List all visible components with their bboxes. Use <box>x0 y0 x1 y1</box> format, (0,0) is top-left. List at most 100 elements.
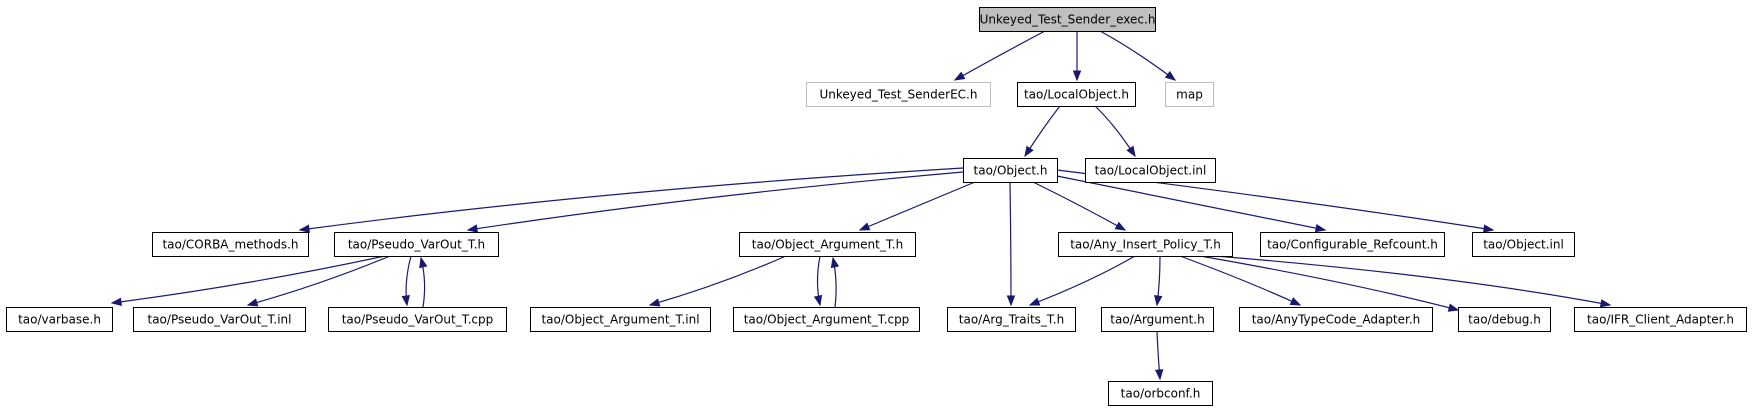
node-label: tao/Any_Insert_Policy_T.h <box>1070 238 1221 252</box>
node-tao-orbconf-h[interactable]: tao/orbconf.h <box>1108 381 1213 406</box>
node-unkeyed-test-sender-exec-h[interactable]: Unkeyed_Test_Sender_exec.h <box>979 7 1156 32</box>
node-tao-argument-h[interactable]: tao/Argument.h <box>1101 307 1214 332</box>
node-box <box>1165 82 1214 107</box>
edge-line <box>1009 181 1012 306</box>
arrowhead-icon <box>466 224 479 233</box>
node-label: Unkeyed_Test_Sender_exec.h <box>980 13 1156 27</box>
arrowhead-icon <box>648 298 661 307</box>
arrowhead-icon <box>953 71 966 81</box>
edge-n0-n3 <box>1099 30 1177 81</box>
node-tao-pseudo-varout-t-h[interactable]: tao/Pseudo_VarOut_T.h <box>334 232 499 257</box>
node-tao-localobject-inl[interactable]: tao/LocalObject.inl <box>1085 158 1216 183</box>
node-tao-ifr-client-adapter-h[interactable]: tao/IFR_Client_Adapter.h <box>1574 307 1747 332</box>
node-map[interactable]: map <box>1165 82 1214 107</box>
node-box <box>1108 381 1213 406</box>
node-label: tao/Object_Argument_T.h <box>752 238 903 252</box>
node-box <box>1574 307 1747 332</box>
node-label: tao/Argument.h <box>1110 313 1204 327</box>
node-tao-configurable-refcount-h[interactable]: tao/Configurable_Refcount.h <box>1260 232 1445 257</box>
node-box <box>133 307 306 332</box>
edge-n7-n13 <box>246 255 391 307</box>
node-tao-anytypecode-adapter-h[interactable]: tao/AnyTypeCode_Adapter.h <box>1239 307 1433 332</box>
node-box <box>739 232 916 257</box>
edge-n9-n18 <box>1154 255 1163 307</box>
edge-line <box>111 255 386 304</box>
node-tao-localobject-h[interactable]: tao/LocalObject.h <box>1017 82 1136 107</box>
node-tao-pseudo-varout-t-inl[interactable]: tao/Pseudo_VarOut_T.inl <box>133 307 306 332</box>
node-box <box>1260 232 1445 257</box>
node-tao-object-argument-t-cpp[interactable]: tao/Object_Argument_T.cpp <box>733 307 920 332</box>
arrowhead-icon <box>298 224 310 233</box>
node-tao-any-insert-policy-t-h[interactable]: tao/Any_Insert_Policy_T.h <box>1058 232 1233 257</box>
edge-n2-n4 <box>1024 105 1061 158</box>
arrowhead-icon <box>1154 295 1163 307</box>
node-box <box>530 307 711 332</box>
node-label: tao/Object.h <box>974 164 1048 178</box>
arrowhead-icon <box>1028 297 1041 306</box>
edge-line <box>859 181 976 231</box>
node-label: tao/AnyTypeCode_Adapter.h <box>1252 313 1421 327</box>
node-label: tao/debug.h <box>1468 313 1541 327</box>
edge-n7-n14 <box>401 255 412 307</box>
node-tao-object-argument-t-h[interactable]: tao/Object_Argument_T.h <box>739 232 916 257</box>
edge-n9-n17 <box>1028 255 1136 306</box>
edge-line <box>1094 105 1136 157</box>
node-label: tao/CORBA_methods.h <box>162 238 298 252</box>
arrowhead-icon <box>401 295 410 307</box>
edge-line <box>1056 175 1326 231</box>
edge-n18-n22 <box>1154 330 1164 381</box>
arrowhead-icon <box>110 297 122 306</box>
node-box <box>1472 232 1575 257</box>
nodes-layer: Unkeyed_Test_Sender_exec.hUnkeyed_Test_S… <box>6 7 1747 406</box>
node-label: map <box>1176 88 1203 102</box>
arrowhead-icon <box>858 222 871 231</box>
node-box <box>947 307 1076 332</box>
edge-n9-n21 <box>1214 255 1612 308</box>
node-unkeyed-test-senderec-h[interactable]: Unkeyed_Test_SenderEC.h <box>806 82 991 107</box>
node-box <box>1239 307 1433 332</box>
arrowhead-icon <box>1024 145 1034 158</box>
edge-n8-n15 <box>648 255 787 307</box>
node-label: tao/Configurable_Refcount.h <box>1267 238 1438 252</box>
edge-line <box>1199 255 1459 311</box>
node-tao-varbase-h[interactable]: tao/varbase.h <box>6 307 113 332</box>
node-box <box>1017 82 1136 107</box>
edge-line <box>1214 255 1611 306</box>
edge-line <box>1179 255 1301 306</box>
node-box <box>979 7 1156 32</box>
node-tao-object-inl[interactable]: tao/Object.inl <box>1472 232 1575 257</box>
node-label: tao/LocalObject.h <box>1024 88 1129 102</box>
node-box <box>152 232 309 257</box>
node-label: tao/Object_Argument_T.cpp <box>744 313 910 327</box>
edge-line <box>247 255 391 306</box>
node-label: tao/LocalObject.inl <box>1095 164 1207 178</box>
node-label: tao/Pseudo_VarOut_T.cpp <box>342 313 494 327</box>
node-box <box>1458 307 1551 332</box>
edge-line <box>299 167 964 231</box>
node-tao-corba-methods-h[interactable]: tao/CORBA_methods.h <box>152 232 309 257</box>
node-tao-arg-traits-t-h[interactable]: tao/Arg_Traits_T.h <box>947 307 1076 332</box>
node-tao-object-argument-t-inl[interactable]: tao/Object_Argument_T.inl <box>530 307 711 332</box>
edge-line <box>954 30 1046 81</box>
edge-line <box>1032 181 1126 231</box>
node-label: tao/IFR_Client_Adapter.h <box>1587 313 1734 327</box>
node-box <box>1101 307 1214 332</box>
edge-line <box>467 171 964 231</box>
node-label: tao/Arg_Traits_T.h <box>959 313 1064 327</box>
node-tao-debug-h[interactable]: tao/debug.h <box>1458 307 1551 332</box>
arrowhead-icon <box>1154 369 1164 381</box>
node-tao-object-h[interactable]: tao/Object.h <box>963 158 1058 183</box>
edge-n4-n8 <box>858 181 976 231</box>
edge-n4-n6 <box>298 167 964 233</box>
node-box <box>1085 158 1216 183</box>
node-box <box>334 232 499 257</box>
node-box <box>1058 232 1233 257</box>
node-label: Unkeyed_Test_SenderEC.h <box>820 88 978 102</box>
arrowhead-icon <box>1006 295 1016 307</box>
node-label: tao/Pseudo_VarOut_T.h <box>348 238 485 252</box>
arrowhead-icon <box>246 298 259 307</box>
node-label: tao/Object.inl <box>1483 238 1564 252</box>
node-tao-pseudo-varout-t-cpp[interactable]: tao/Pseudo_VarOut_T.cpp <box>328 307 507 332</box>
edge-line <box>1099 30 1176 81</box>
